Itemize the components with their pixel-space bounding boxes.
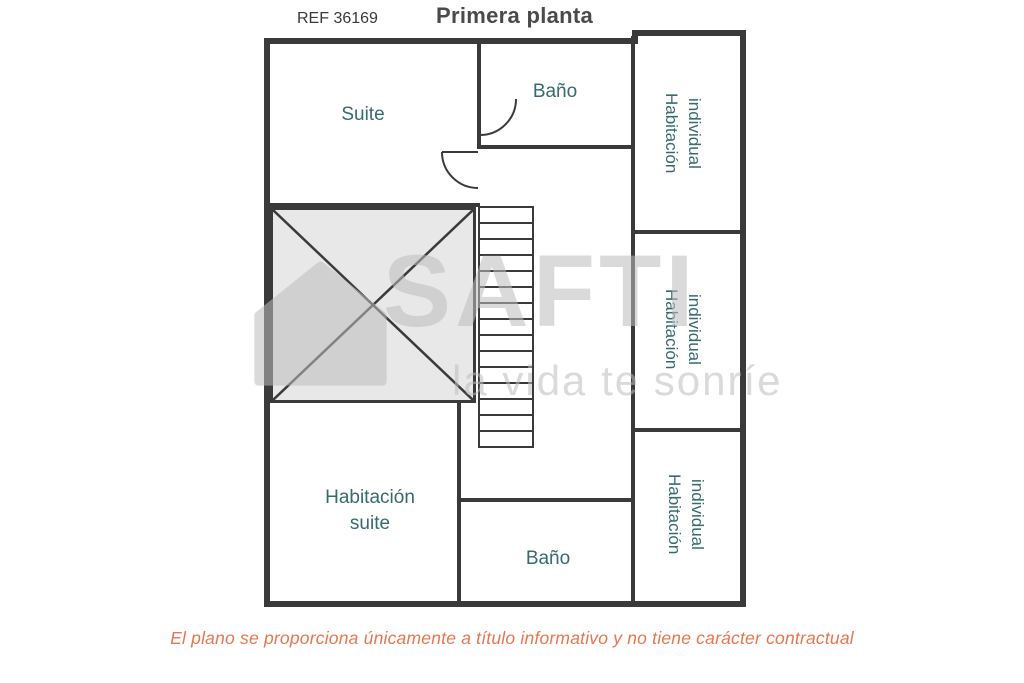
room-label-bathroom-bottom: Baño [525, 548, 571, 569]
room-label-suite: Suite [341, 104, 385, 125]
wall-suite-bottom [270, 203, 480, 207]
wall-right-divider-1 [635, 230, 740, 234]
wall-outer-top-right [632, 30, 746, 36]
room-label-single-3: Habitación individual [664, 473, 707, 555]
wall-suite-bathroom [477, 44, 481, 145]
staircase [478, 206, 534, 448]
void-area [270, 207, 476, 403]
reference-number: REF 36169 [297, 10, 378, 27]
wall-mastersuite-right [457, 403, 461, 601]
wall-bathroom-bottom-top [457, 498, 631, 502]
floorplan: Suite Baño Habitación individual Habitac… [264, 30, 746, 607]
void-cross-icon [273, 210, 473, 400]
room-label-single-1: Habitación individual [661, 92, 704, 174]
room-label-master-suite: Habitación suite [325, 487, 415, 534]
room-label-bathroom-top: Baño [532, 81, 578, 102]
disclaimer-text: El plano se proporciona únicamente a tít… [170, 628, 854, 648]
wall-outer-right [740, 30, 746, 607]
wall-bathroom-top-bottom [477, 145, 635, 149]
wall-right-divider-2 [635, 428, 740, 432]
wall-outer-top-step [632, 30, 638, 44]
page-title: Primera planta [436, 3, 594, 28]
wall-right-column [631, 36, 635, 601]
wall-outer-bottom [264, 601, 746, 607]
wall-outer-top-left [264, 38, 638, 44]
room-label-single-2: Habitación individual [661, 288, 704, 370]
